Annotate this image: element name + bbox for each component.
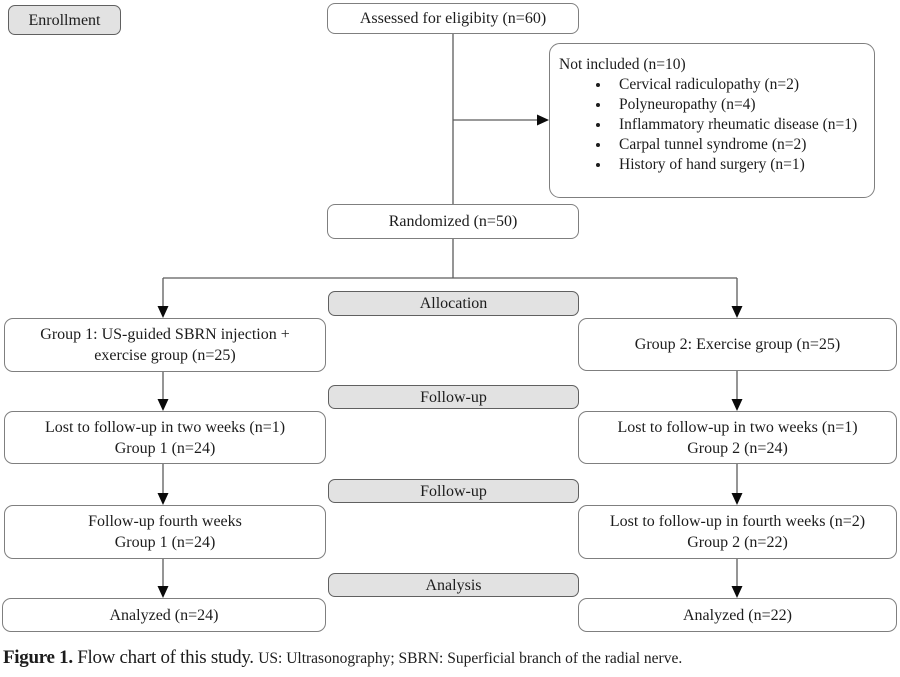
stage-enrollment-label: Enrollment [28,11,101,29]
stage-follow-up-2-label: Follow-up [420,482,487,500]
stage-analysis: Analysis [328,573,579,597]
box-g2-lost-two-weeks: Lost to follow-up in two weeks (n=1) Gro… [578,411,897,464]
not-included-item: Cervical radiculopathy (n=2) [611,75,857,95]
box-g1-analyzed-label: Analyzed (n=24) [109,606,219,624]
box-g1-lost-two-weeks-line2: Group 1 (n=24) [114,439,216,457]
arrow-g1-analyzed [157,586,169,598]
arrow-g2-lost4w [731,493,743,505]
not-included-item: History of hand surgery (n=1) [611,155,857,175]
not-included-item: Polyneuropathy (n=4) [611,95,857,115]
box-g2-analyzed-label: Analyzed (n=22) [683,606,792,624]
stage-allocation: Allocation [328,291,579,316]
box-g2-lost-fourth-weeks-line1: Lost to follow-up in fourth weeks (n=2) [609,513,866,530]
box-not-included: Not included (n=10) Cervical radiculopat… [549,43,875,198]
box-group1-line1: Group 1: US-guided SBRN injection + [40,326,290,343]
box-group1: Group 1: US-guided SBRN injection + exer… [4,318,326,372]
box-randomized: Randomized (n=50) [327,204,579,239]
arrow-group2 [731,306,743,318]
box-g2-lost-two-weeks-line1: Lost to follow-up in two weeks (n=1) [617,418,858,436]
box-g2-analyzed: Analyzed (n=22) [578,598,897,632]
not-included-item: Inflammatory rheumatic disease (n=1) [611,115,857,135]
box-randomized-label: Randomized (n=50) [388,213,518,230]
stage-allocation-label: Allocation [419,295,488,312]
box-g1-fourth-weeks-line2: Group 1 (n=24) [114,534,216,551]
stage-follow-up-1-label: Follow-up [420,388,487,406]
figure-caption-label: Figure 1. [3,647,73,668]
not-included-title: Not included (n=10) [559,56,686,73]
box-g2-lost-fourth-weeks-line2: Group 2 (n=22) [687,534,788,551]
box-g2-lost-two-weeks-line2: Group 2 (n=24) [687,439,788,457]
box-g1-analyzed: Analyzed (n=24) [2,598,326,632]
arrow-not-included [537,114,549,126]
box-g1-lost-two-weeks-line1: Lost to follow-up in two weeks (n=1) [44,418,286,436]
box-g1-fourth-weeks: Follow-up fourth weeks Group 1 (n=24) [4,505,326,559]
arrow-g2-analyzed [731,586,743,598]
arrow-g1-fu4w [157,493,169,505]
stage-follow-up-1: Follow-up [328,385,579,409]
not-included-list: Cervical radiculopathy (n=2)Polyneuropat… [559,75,857,175]
figure-caption-abbreviations: US: Ultrasonography; SBRN: Superficial b… [258,650,683,667]
box-assessed: Assessed for eligibity (n=60) [327,3,579,34]
stage-analysis-label: Analysis [425,576,482,594]
box-assessed-label: Assessed for eligibity (n=60) [359,10,547,27]
box-group1-line2: exercise group (n=25) [94,347,236,364]
arrow-group1 [157,306,169,318]
figure-caption: Figure 1. Flow chart of this study. US: … [3,647,893,669]
box-g2-lost-fourth-weeks: Lost to follow-up in fourth weeks (n=2) … [578,505,897,559]
box-g1-lost-two-weeks: Lost to follow-up in two weeks (n=1) Gro… [4,411,326,464]
box-group2: Group 2: Exercise group (n=25) [578,318,897,371]
arrow-g2-lost2w [731,399,743,411]
not-included-item: Carpal tunnel syndrome (n=2) [611,135,857,155]
box-group2-line1: Group 2: Exercise group (n=25) [634,336,841,353]
stage-enrollment: Enrollment [8,5,121,35]
box-g1-fourth-weeks-line1: Follow-up fourth weeks [88,513,242,530]
figure-caption-text: Flow chart of this study. [77,647,254,668]
stage-follow-up-2: Follow-up [328,479,579,503]
arrow-g1-lost2w [157,399,169,411]
